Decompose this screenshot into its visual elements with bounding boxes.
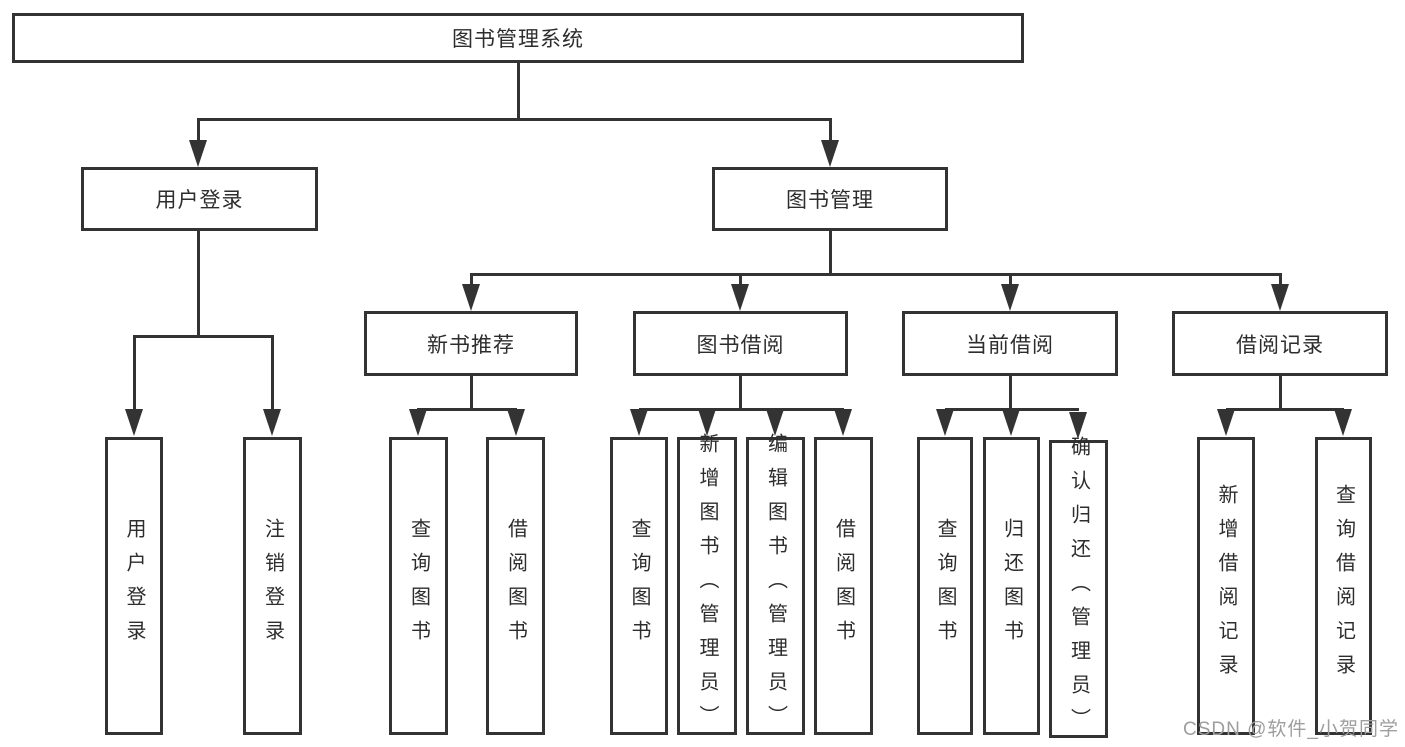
connector-vline xyxy=(271,335,274,411)
node-borrow-record-label: 借阅记录 xyxy=(1236,333,1324,357)
node-new-book-recommend: 新书推荐 xyxy=(364,311,578,376)
leaf-query-borrow-record: 查询借阅记录 xyxy=(1315,437,1372,735)
leaf-logout-label: 注销登录 xyxy=(261,518,284,654)
leaf-confirm-return-admin-label: 确认归还（管理员） xyxy=(1067,436,1090,742)
arrowhead-down-icon xyxy=(766,409,784,436)
node-current-borrow: 当前借阅 xyxy=(902,311,1118,376)
arrowhead-down-icon xyxy=(1002,409,1020,436)
connector-vline xyxy=(829,118,832,142)
connector-vline xyxy=(1279,273,1282,286)
connector-vline xyxy=(197,118,200,142)
leaf-borrow-book-label: 借阅图书 xyxy=(832,518,855,654)
connector-vline xyxy=(470,273,473,286)
arrowhead-down-icon xyxy=(1217,409,1235,436)
arrowhead-down-icon xyxy=(630,409,648,436)
arrowhead-down-icon xyxy=(507,409,525,436)
connector-vline xyxy=(470,376,473,408)
leaf-borrow-book-recommend-label: 借阅图书 xyxy=(504,518,527,654)
leaf-add-book-admin: 新增图书（管理员） xyxy=(677,433,737,739)
arrowhead-down-icon xyxy=(462,284,480,311)
connector-vline xyxy=(197,231,200,335)
arrowhead-down-icon xyxy=(263,409,281,436)
node-user-login: 用户登录 xyxy=(81,167,318,231)
csdn-watermark: CSDN @软件_小贺同学 xyxy=(1183,719,1399,740)
node-root: 图书管理系统 xyxy=(12,13,1024,63)
leaf-add-book-admin-label: 新增图书（管理员） xyxy=(696,433,718,739)
arrowhead-down-icon xyxy=(1069,412,1087,439)
connector-hline xyxy=(133,335,274,338)
connector-vline xyxy=(1009,273,1012,286)
connector-vline xyxy=(133,335,136,411)
node-new-book-recommend-label: 新书推荐 xyxy=(427,333,515,357)
leaf-query-borrow-record-label: 查询借阅记录 xyxy=(1332,484,1355,688)
leaf-add-borrow-record-label: 新增借阅记录 xyxy=(1215,484,1237,688)
leaf-confirm-return-admin: 确认归还（管理员） xyxy=(1049,436,1108,742)
arrowhead-down-icon xyxy=(834,409,852,436)
connector-vline xyxy=(1279,376,1282,408)
leaf-edit-book-admin: 编辑图书（管理员） xyxy=(746,433,805,739)
node-borrow-record: 借阅记录 xyxy=(1172,311,1388,376)
connector-vline xyxy=(829,231,832,273)
connector-hline xyxy=(198,118,832,121)
connector-hline xyxy=(470,273,1282,276)
leaf-query-book-current-label: 查询图书 xyxy=(934,518,956,654)
connector-vline xyxy=(1009,376,1012,408)
node-book-management: 图书管理 xyxy=(712,167,948,231)
arrowhead-down-icon xyxy=(189,140,207,167)
leaf-borrow-book: 借阅图书 xyxy=(814,437,873,735)
leaf-query-book-borrow: 查询图书 xyxy=(610,437,668,735)
leaf-query-book-current: 查询图书 xyxy=(917,437,973,735)
arrowhead-down-icon xyxy=(1001,284,1019,311)
arrowhead-down-icon xyxy=(1271,284,1289,311)
connector-vline xyxy=(517,63,520,118)
leaf-borrow-book-recommend: 借阅图书 xyxy=(486,437,545,735)
arrowhead-down-icon xyxy=(731,284,749,311)
arrowhead-down-icon xyxy=(409,409,427,436)
connector-vline xyxy=(739,273,742,286)
node-root-label: 图书管理系统 xyxy=(452,28,584,51)
leaf-logout: 注销登录 xyxy=(243,437,302,735)
connector-hline xyxy=(639,408,844,411)
arrowhead-down-icon xyxy=(821,140,839,167)
node-book-borrow: 图书借阅 xyxy=(633,311,848,376)
leaf-return-book-label: 归还图书 xyxy=(1000,518,1023,654)
leaf-edit-book-admin-label: 编辑图书（管理员） xyxy=(764,433,787,739)
connector-hline xyxy=(1226,408,1344,411)
leaf-query-book-recommend-label: 查询图书 xyxy=(407,518,430,654)
node-book-borrow-label: 图书借阅 xyxy=(696,333,785,357)
arrowhead-down-icon xyxy=(936,409,954,436)
arrowhead-down-icon xyxy=(125,409,143,436)
node-user-login-label: 用户登录 xyxy=(155,189,244,212)
leaf-user-login-label: 用户登录 xyxy=(123,518,145,654)
connector-hline xyxy=(417,408,517,411)
arrowhead-down-icon xyxy=(1334,409,1352,436)
node-current-borrow-label: 当前借阅 xyxy=(966,333,1054,357)
leaf-query-book-recommend: 查询图书 xyxy=(389,437,448,735)
connector-vline xyxy=(739,376,742,408)
leaf-return-book: 归还图书 xyxy=(983,437,1040,735)
leaf-add-borrow-record: 新增借阅记录 xyxy=(1197,437,1255,735)
leaf-query-book-borrow-label: 查询图书 xyxy=(628,518,650,654)
node-book-management-label: 图书管理 xyxy=(786,189,874,212)
leaf-user-login: 用户登录 xyxy=(105,437,163,735)
arrowhead-down-icon xyxy=(698,409,716,436)
